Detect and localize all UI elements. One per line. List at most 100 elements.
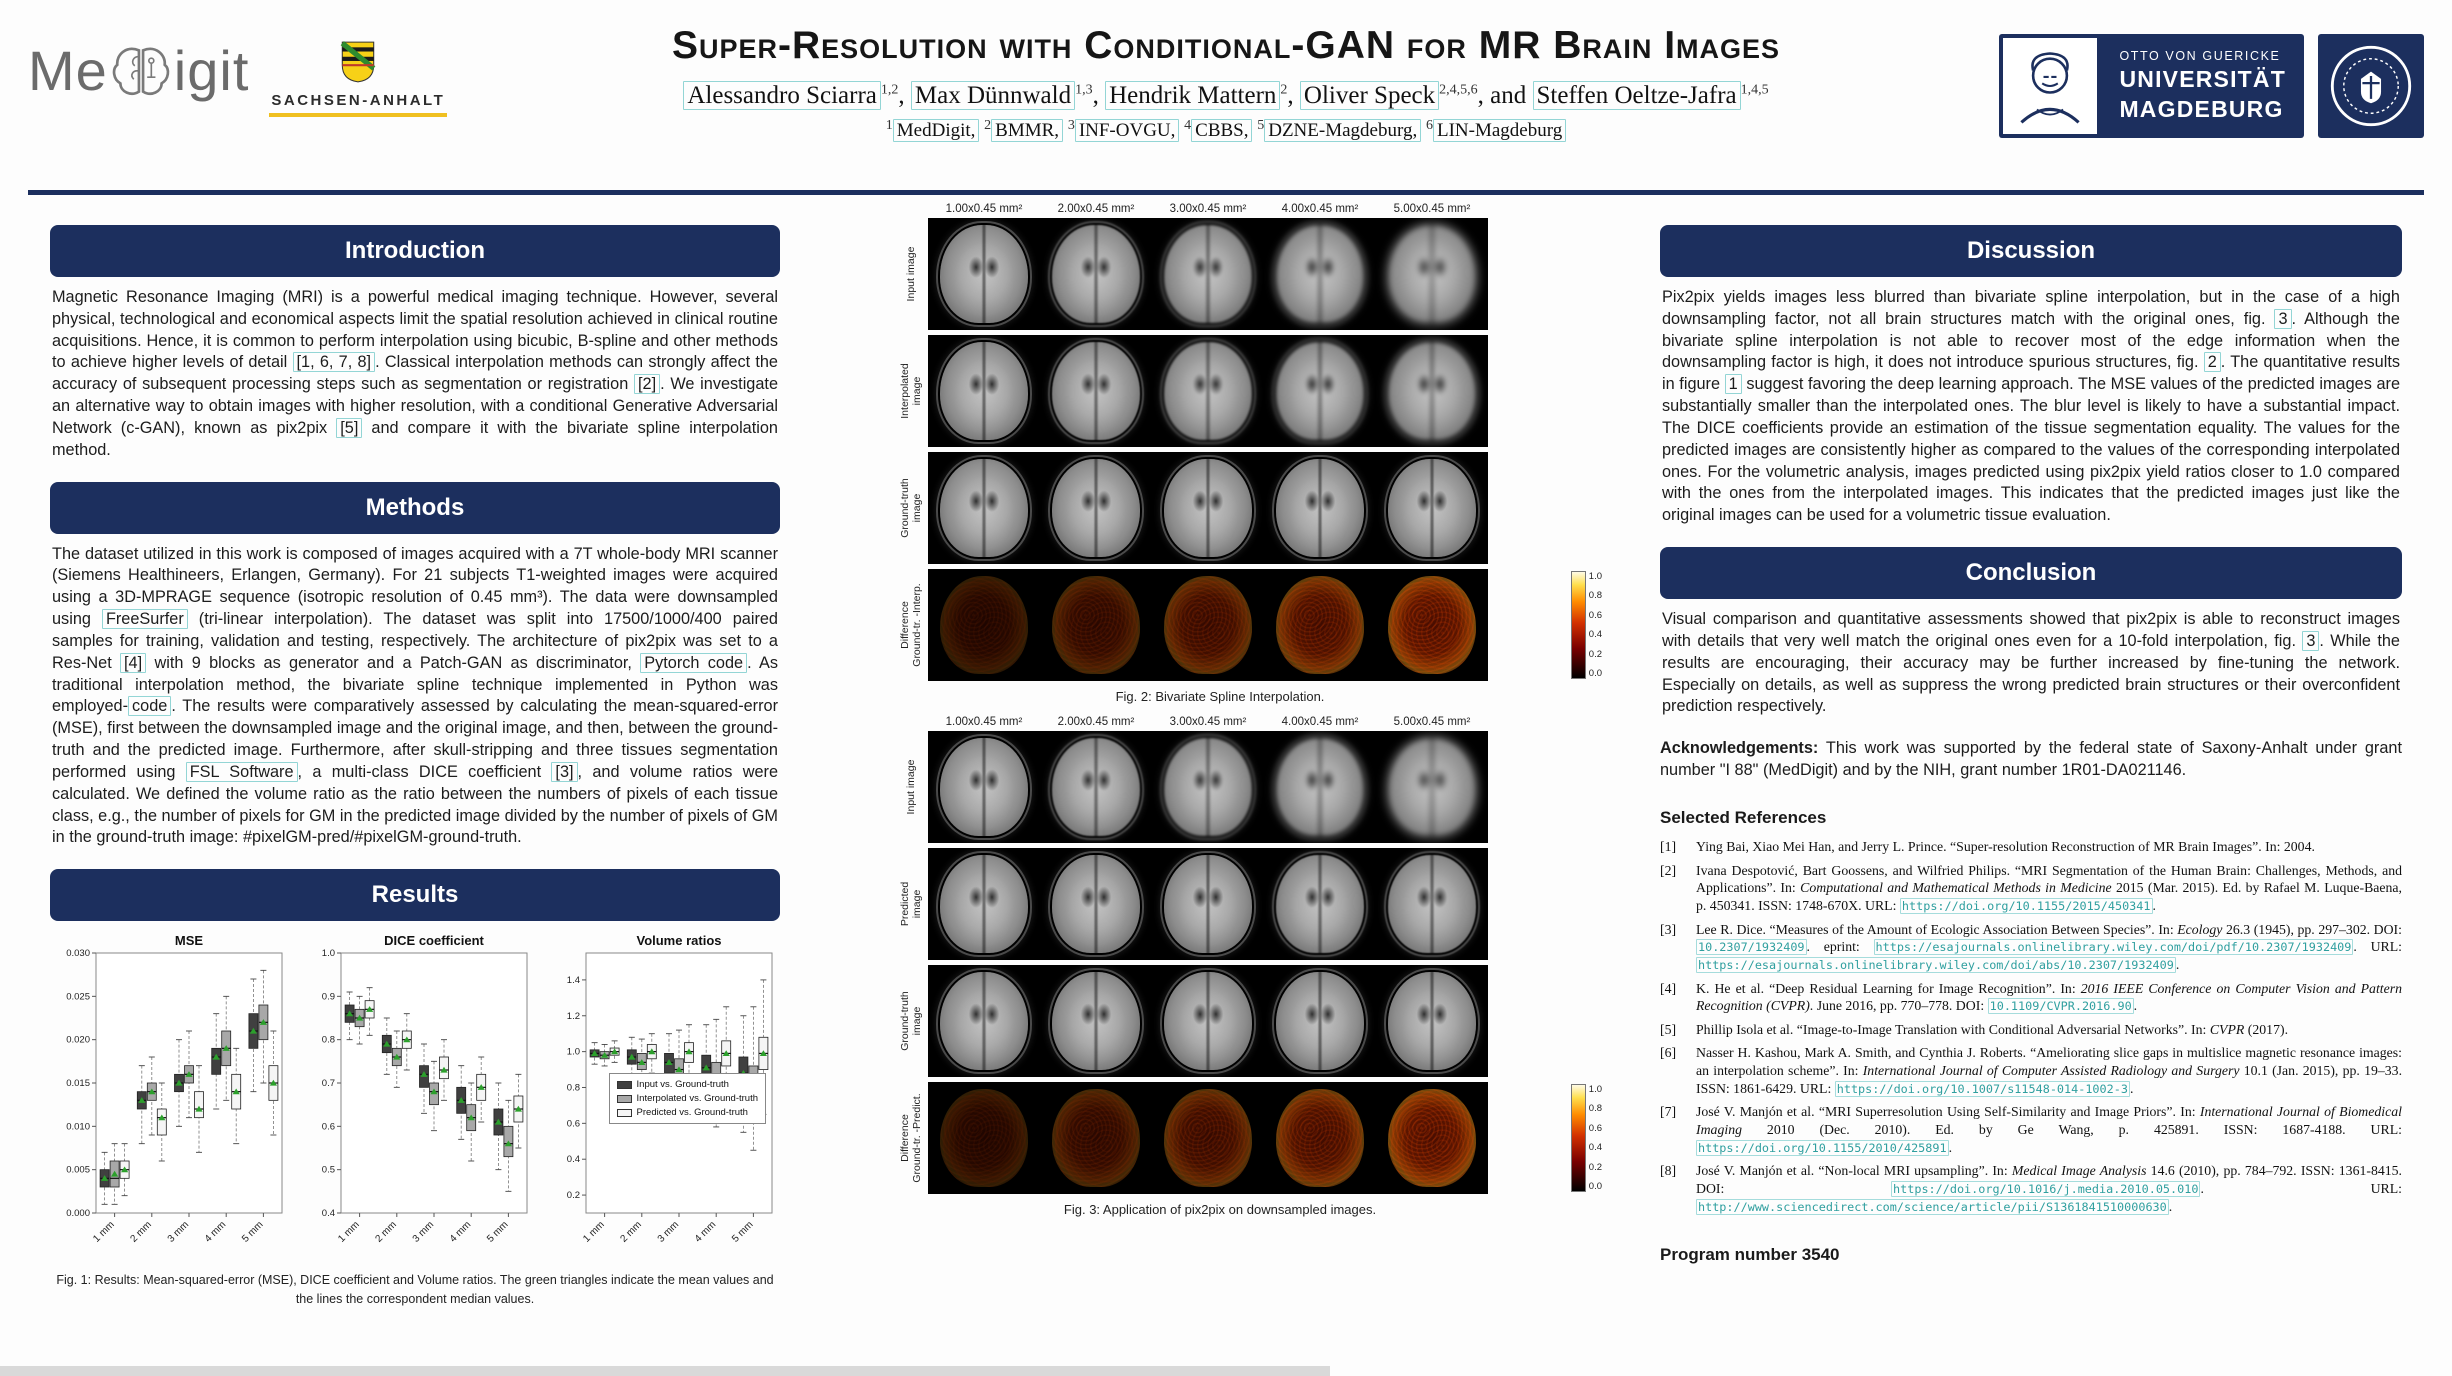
affiliation-link[interactable]: BMMR,	[991, 119, 1064, 143]
brain-mri-image	[1152, 335, 1264, 447]
reference-number: [6]	[1660, 1045, 1677, 1061]
column-label: 5.00x0.45 mm²	[1393, 203, 1471, 215]
link[interactable]: FreeSurfer	[101, 609, 188, 630]
svg-text:DICE coefficient: DICE coefficient	[384, 933, 484, 948]
svg-text:0.6: 0.6	[322, 1122, 335, 1133]
link[interactable]: FSL Software	[185, 761, 298, 782]
faculty-seal-logo	[2318, 34, 2424, 138]
column-label: 2.00x0.45 mm²	[1057, 203, 1135, 215]
link[interactable]: [4]	[120, 652, 147, 673]
author-link[interactable]: Max Dünnwald	[910, 81, 1076, 110]
author-link[interactable]: Alessandro Sciarra	[683, 81, 881, 110]
faculty-seal-icon	[2330, 45, 2412, 127]
link[interactable]: 3	[2302, 630, 2320, 651]
reference-item: [1]Ying Bai, Xiao Mei Han, and Jerry L. …	[1660, 838, 2315, 854]
affiliation-link[interactable]: LIN-Magdeburg	[1432, 119, 1567, 143]
author-link[interactable]: Steffen Oeltze-Jafra	[1532, 81, 1741, 110]
link[interactable]: https://doi.org/10.1007/s11548-014-1002-…	[1834, 1080, 2130, 1097]
colorbar-tick: 0.4	[1588, 629, 1602, 641]
university-logos: OTTO VON GUERICKE UNIVERSITÄT MAGDEBURG	[1999, 34, 2424, 138]
link[interactable]: [2]	[633, 374, 661, 395]
reference-number: [7]	[1660, 1104, 1677, 1120]
colorbar-tick: 0.4	[1588, 1142, 1602, 1154]
header-divider	[28, 190, 2424, 195]
link[interactable]: https://doi.org/10.1016/j.media.2010.05.…	[1891, 1181, 2201, 1198]
column-label: 3.00x0.45 mm²	[1169, 203, 1247, 215]
link[interactable]: 1	[1724, 374, 1742, 395]
svg-text:0.015: 0.015	[66, 1078, 90, 1089]
affiliation-link[interactable]: MedDigit,	[892, 119, 980, 143]
affiliation-link[interactable]: CBBS,	[1191, 119, 1253, 143]
link[interactable]: [3]	[551, 761, 578, 782]
difference-map	[1040, 569, 1152, 681]
reference-number: [1]	[1660, 838, 1677, 854]
svg-text:4 mm: 4 mm	[448, 1220, 473, 1245]
brain-mri-image	[1376, 848, 1488, 960]
brain-mri-image	[1264, 731, 1376, 843]
difference-map	[928, 1082, 1040, 1194]
brain-mri-image	[1264, 335, 1376, 447]
affiliation-link[interactable]: DZNE-Magdeburg,	[1264, 119, 1422, 143]
svg-text:3 mm: 3 mm	[656, 1220, 681, 1245]
link[interactable]: 10.2307/1932409	[1696, 939, 1807, 956]
colorbar-tick: 0.2	[1588, 648, 1602, 660]
svg-text:2 mm: 2 mm	[618, 1220, 643, 1245]
methods-heading-label: Methods	[365, 493, 465, 521]
fig1-caption: Fig. 1: Results: Mean-squared-error (MSE…	[56, 1273, 774, 1306]
link[interactable]: 10.1109/CVPR.2016.90	[1987, 998, 2134, 1015]
brain-mri-image	[928, 218, 1040, 330]
brain-mri-image	[1376, 452, 1488, 564]
program-number: Program number 3540	[1660, 1245, 1840, 1265]
brain-mri-image	[1376, 218, 1488, 330]
acknowledgements-text: Acknowledgements: This work was supporte…	[1660, 739, 2402, 780]
link[interactable]: [1, 6, 7, 8]	[292, 352, 376, 373]
svg-text:0.000: 0.000	[66, 1208, 90, 1219]
brain-mri-image	[928, 848, 1040, 960]
svg-text:1.4: 1.4	[567, 975, 580, 986]
reference-number: [5]	[1660, 1021, 1677, 1037]
ovgu-wordmark: OTTO VON GUERICKE UNIVERSITÄT MAGDEBURG	[2101, 34, 2304, 138]
reference-number: [2]	[1660, 862, 1677, 878]
link[interactable]: 2	[2203, 352, 2221, 373]
column-label: 1.00x0.45 mm²	[945, 203, 1023, 215]
colorbar-gradient	[1570, 571, 1586, 679]
reference-number: [3]	[1660, 921, 1677, 937]
affiliation-link[interactable]: INF-OVGU,	[1074, 119, 1180, 143]
brain-mri-image	[928, 452, 1040, 564]
link[interactable]: https://esajournals.onlinelibrary.wiley.…	[1696, 956, 2176, 973]
brain-mri-image	[1040, 452, 1152, 564]
brain-mri-image	[1264, 965, 1376, 1077]
sachsen-anhalt-label: SACHSEN-ANHALT	[269, 88, 448, 117]
ovgu-line1: OTTO VON GUERICKE	[2119, 49, 2281, 63]
colorbar-gradient	[1570, 1084, 1586, 1192]
brain-mri-image	[1040, 335, 1152, 447]
guericke-portrait-icon	[1999, 34, 2102, 138]
link[interactable]: https://doi.org/10.1155/2015/450341	[1899, 897, 2153, 914]
brain-mri-image	[1264, 218, 1376, 330]
colorbar-tick: 1.0	[1588, 1084, 1602, 1095]
svg-text:1.0: 1.0	[567, 1047, 580, 1058]
reference-item: [2]Ivana Despotović, Bart Goossens, and …	[1660, 862, 2402, 914]
column-label: 1.00x0.45 mm²	[945, 716, 1023, 728]
author-link[interactable]: Hendrik Mattern	[1105, 81, 1281, 110]
author-link[interactable]: Oliver Speck	[1299, 81, 1440, 110]
link[interactable]: code	[128, 696, 172, 717]
brain-mri-image	[1040, 731, 1152, 843]
link[interactable]: https://esajournals.onlinelibrary.wiley.…	[1873, 939, 2354, 956]
difference-map	[1264, 1082, 1376, 1194]
brain-mri-image	[1376, 965, 1488, 1077]
discussion-heading-label: Discussion	[1966, 237, 2096, 264]
link[interactable]: Pytorch code	[640, 652, 748, 673]
results-heading-label: Results	[371, 881, 459, 909]
svg-text:0.8: 0.8	[322, 1035, 335, 1046]
link[interactable]: http://www.sciencedirect.com/science/art…	[1696, 1198, 2169, 1215]
svg-text:0.4: 0.4	[322, 1208, 335, 1219]
link[interactable]: 3	[2274, 308, 2292, 329]
meddigit-suffix: igit	[173, 39, 250, 102]
link[interactable]: [5]	[336, 417, 363, 438]
link[interactable]: https://doi.org/10.1155/2010/425891	[1696, 1139, 1949, 1156]
svg-text:1 mm: 1 mm	[581, 1220, 606, 1245]
